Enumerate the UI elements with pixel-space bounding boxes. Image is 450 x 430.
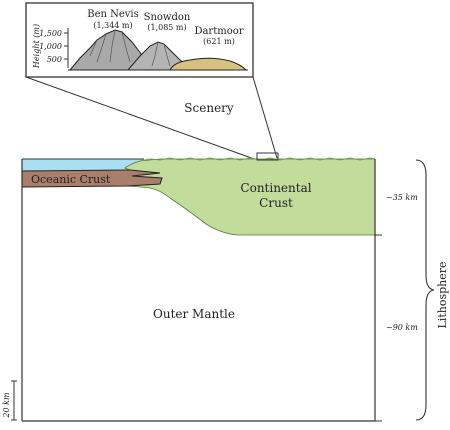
scale-bar-label: 20 km xyxy=(2,392,11,419)
dartmoor-hill xyxy=(169,57,248,71)
peak-name-dartmoor: Dartmoor xyxy=(194,26,243,37)
inset-tick-label: 500 xyxy=(47,55,62,64)
peak-height-snowdon: (1,085 m) xyxy=(147,23,186,32)
scenery-marker xyxy=(256,152,279,161)
scenery-label: Scenery xyxy=(184,101,234,115)
continental-crust-label-line2: Crust xyxy=(259,196,293,210)
ocean-water xyxy=(22,159,144,171)
lithosphere-brace xyxy=(415,159,435,421)
inset-tick-label: 1,000 xyxy=(39,42,62,51)
continental-crust-label-line1: Continental xyxy=(240,181,311,195)
inset-tick-label: 1,500 xyxy=(39,29,62,38)
mountain-shading xyxy=(151,41,171,67)
oceanic-crust xyxy=(21,169,163,188)
inset-axis-title: Height (m) xyxy=(32,24,41,69)
peak-name-ben-nevis: Ben Nevis xyxy=(87,9,139,20)
outer-mantle-label: Outer Mantle xyxy=(153,307,235,321)
zoom-connector-right xyxy=(252,76,278,159)
lithosphere-label: Lithosphere xyxy=(436,262,449,329)
peak-height-ben-nevis: (1,344 m) xyxy=(93,21,132,30)
depth-label-mantle: ~90 km xyxy=(386,323,418,332)
continental-crust xyxy=(124,158,376,236)
depth-label-crust: ~35 km xyxy=(386,193,418,202)
zoom-connector-left xyxy=(25,76,258,161)
peak-height-dartmoor: (621 m) xyxy=(203,37,235,46)
peak-name-snowdon: Snowdon xyxy=(144,12,191,23)
oceanic-crust-label: Oceanic Crust xyxy=(31,173,111,186)
mountain-shading xyxy=(89,29,131,63)
